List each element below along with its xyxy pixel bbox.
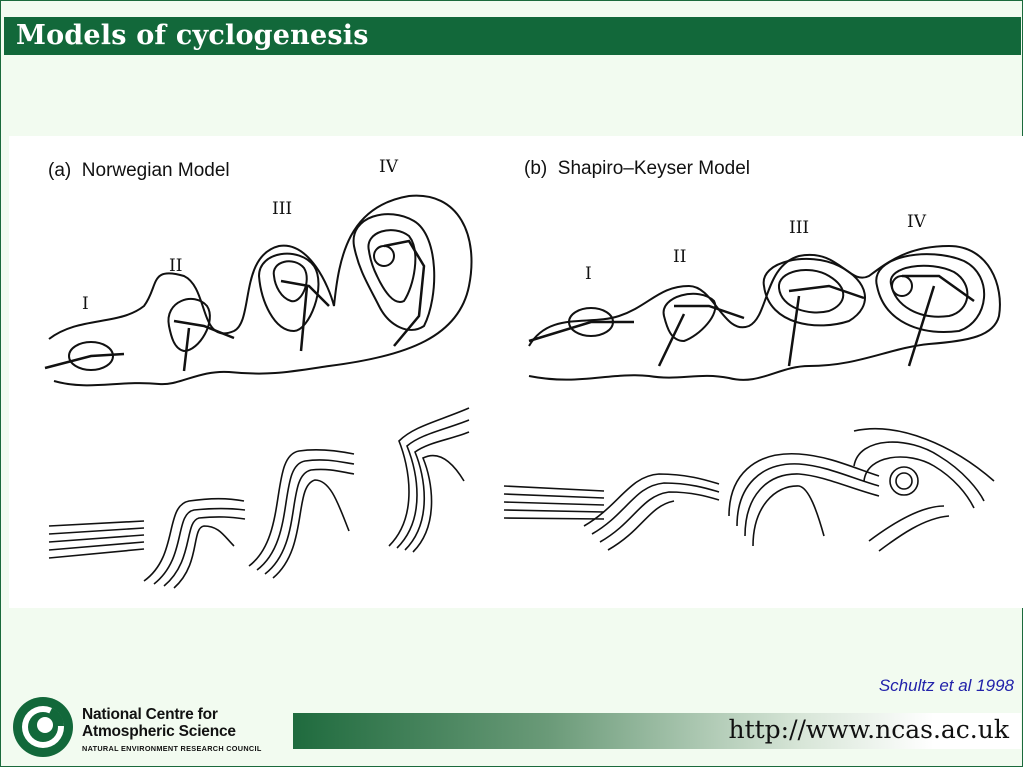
shapiro-envelope [528, 244, 1001, 381]
norwegian-stage-1-label: I [82, 294, 89, 314]
norwegian-stage3-isobar2 [272, 260, 308, 303]
org-name-line1: National Centre for [82, 706, 218, 723]
norwegian-stage2-isobar [167, 297, 211, 353]
org-name-line2: Atmospheric Science [82, 723, 236, 740]
norwegian-stage4-isobar2 [367, 229, 417, 303]
shapiro-thermal-3 [728, 453, 880, 547]
shapiro-stage-1-label: I [585, 264, 592, 284]
shapiro-stage-4-label: IV [907, 212, 926, 232]
url-bar: http://www.ncas.ac.uk [293, 713, 1021, 749]
norwegian-stage3-front [280, 279, 330, 352]
norwegian-thermal-4 [388, 407, 470, 553]
norwegian-thermal-3 [248, 448, 355, 579]
org-council: NATURAL ENVIRONMENT RESEARCH COUNCIL [82, 744, 262, 753]
norwegian-stage-2-label: II [169, 256, 183, 276]
norwegian-stage4-isobar1 [352, 213, 436, 331]
panel-a-label: (a) Norwegian Model [48, 160, 230, 181]
norwegian-stage2-front [173, 319, 235, 372]
shapiro-stage4-isobar2 [889, 264, 969, 318]
shapiro-stage4-isobar1 [875, 253, 986, 333]
norwegian-thermal-2 [143, 497, 246, 589]
citation: Schultz et al 1998 [878, 676, 1014, 695]
slide-title: Models of cyclogenesis [16, 20, 369, 51]
norwegian-stage4-front [383, 239, 426, 347]
shapiro-stage4-low [891, 275, 913, 297]
ncas-swirl-logo-icon [13, 697, 73, 757]
norwegian-stage-3-label: III [272, 199, 293, 219]
shapiro-stage1-front [528, 320, 634, 343]
shapiro-stage3-isobar1 [762, 258, 866, 327]
norwegian-stage4-low [373, 245, 395, 267]
figure-drawing [44, 194, 1001, 589]
shapiro-stage-2-label: II [673, 247, 687, 267]
shapiro-stage3-isobar2 [777, 269, 845, 314]
shapiro-thermal-2 [583, 473, 720, 551]
shapiro-stage4-front [902, 274, 975, 367]
panel-b-label: (b) Shapiro–Keyser Model [524, 158, 750, 179]
norwegian-stage1-front [44, 352, 125, 370]
shapiro-thermal-1 [503, 485, 605, 520]
norwegian-envelope [48, 194, 473, 387]
title-bar: Models of cyclogenesis [4, 17, 1021, 55]
website-link[interactable]: http://www.ncas.ac.uk [728, 715, 1009, 744]
shapiro-stage2-isobar [662, 292, 717, 343]
shapiro-thermal-4 [853, 427, 995, 552]
shapiro-stage2-front [657, 304, 745, 367]
norwegian-thermal-1 [48, 520, 145, 559]
norwegian-stage-4-label: IV [379, 157, 398, 177]
norwegian-stage1-isobar [68, 341, 114, 371]
shapiro-stage3-front [787, 284, 865, 367]
shapiro-stage-3-label: III [789, 218, 810, 238]
organization-name: National Centre for Atmospheric Science … [82, 706, 262, 753]
cyclogenesis-figure: (a) Norwegian Model (b) Shapiro–Keyser M… [9, 136, 1023, 608]
norwegian-stage3-isobar1 [257, 252, 320, 333]
